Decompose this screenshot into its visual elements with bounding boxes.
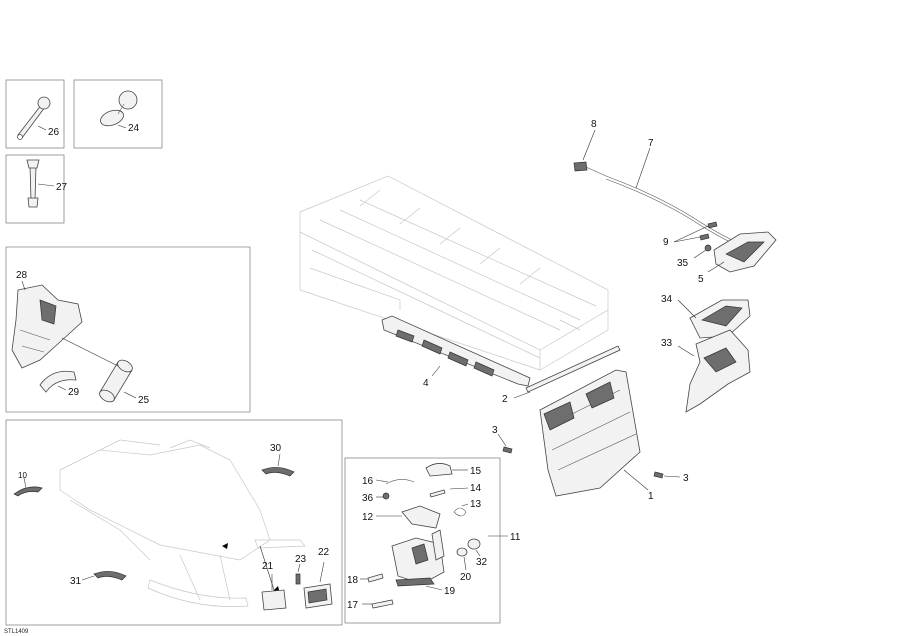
callout-30: 30: [270, 443, 282, 454]
callout-28: 28: [16, 270, 28, 281]
callout-2: 2: [502, 394, 508, 405]
bushing-part-20: [456, 547, 468, 557]
inset-box-tool-24: [73, 79, 163, 149]
inset-box-tool-27: [5, 154, 65, 224]
decal-part-10: [13, 486, 43, 497]
callout-7: 7: [648, 138, 654, 149]
callout-24: 24: [128, 123, 140, 134]
inset-box-hitch: [344, 457, 501, 624]
callout-9: 9: [663, 237, 669, 248]
spring-part-16: [385, 479, 415, 485]
callout-17: 17: [347, 600, 359, 611]
screw-part-3-right: [653, 471, 664, 479]
callout-35: 35: [677, 258, 689, 269]
washer-part-32: [467, 538, 481, 550]
callout-8: 8: [591, 119, 597, 130]
callout-31: 31: [70, 576, 82, 587]
callout-26: 26: [48, 127, 60, 138]
callout-3a: 3: [492, 425, 498, 436]
clamp-part-29: [39, 370, 77, 393]
wire-harness-part-7: [605, 175, 733, 244]
open-end-wrench-icon: [26, 159, 40, 208]
callout-14: 14: [470, 483, 482, 494]
callout-21: 21: [262, 561, 274, 572]
callout-10: 10: [18, 471, 27, 480]
callout-13: 13: [470, 499, 482, 510]
screw-part-9: [699, 221, 718, 241]
callout-11: 11: [510, 532, 521, 543]
callout-36: 36: [362, 493, 374, 504]
callout-18: 18: [347, 575, 359, 586]
inset-box-tool-26: [5, 79, 65, 149]
callout-19: 19: [444, 586, 456, 597]
bolt-part-23: [295, 573, 301, 585]
callout-15: 15: [470, 466, 482, 477]
bolt-part-17: [371, 599, 394, 609]
nut-part-35: [704, 244, 712, 252]
pin-part-14: [429, 489, 446, 498]
callout-27: 27: [56, 182, 68, 193]
side-panel-part-4: [381, 315, 531, 387]
arrow-marker-icon: [222, 543, 228, 549]
tunnel-rack-ghost: [299, 175, 609, 371]
inset-box-vehicle: [5, 419, 343, 626]
inset-box-filter: [5, 246, 251, 413]
callout-33: 33: [661, 338, 673, 349]
label-card-part-21: [261, 589, 287, 611]
spring-clip-part-13: [453, 507, 467, 517]
decal-part-30: [261, 467, 295, 477]
spanner-wrench-icon: [17, 96, 51, 140]
plate-part-19: [395, 577, 435, 587]
case-part-22: [303, 583, 333, 609]
callout-1: 1: [648, 491, 654, 502]
lever-part-12: [401, 505, 441, 529]
callout-32: 32: [476, 557, 488, 568]
callout-25: 25: [138, 395, 150, 406]
air-box-part-28: [11, 284, 83, 369]
callout-23: 23: [295, 554, 307, 565]
callout-3b: 3: [683, 473, 689, 484]
callout-29: 29: [68, 387, 80, 398]
screw-part-3-left: [502, 446, 513, 454]
callout-34: 34: [661, 294, 673, 305]
filter-cartridge-part-25: [99, 359, 133, 403]
callout-12: 12: [362, 512, 374, 523]
snow-flap-part-1: [539, 369, 641, 497]
taillight-part-5: [713, 231, 777, 273]
hitch-bracket-part-11: [391, 529, 445, 585]
decal-part-31: [93, 571, 127, 581]
bolt-part-18: [367, 573, 384, 583]
suction-cup-icon: [100, 90, 138, 127]
latch-part-15: [425, 463, 453, 477]
strip-part-2: [525, 345, 621, 393]
callout-22: 22: [318, 547, 330, 558]
callout-4: 4: [423, 378, 429, 389]
callout-5: 5: [698, 274, 704, 285]
callout-20: 20: [460, 572, 472, 583]
snowmobile-ghost: [59, 439, 306, 607]
nut-part-36: [382, 492, 390, 500]
drawing-code: STL1409: [4, 629, 29, 635]
bracket-part-33: [685, 329, 751, 413]
light-housing-part-34: [689, 299, 751, 339]
callout-16: 16: [362, 476, 374, 487]
connector-part-8: [573, 161, 607, 177]
